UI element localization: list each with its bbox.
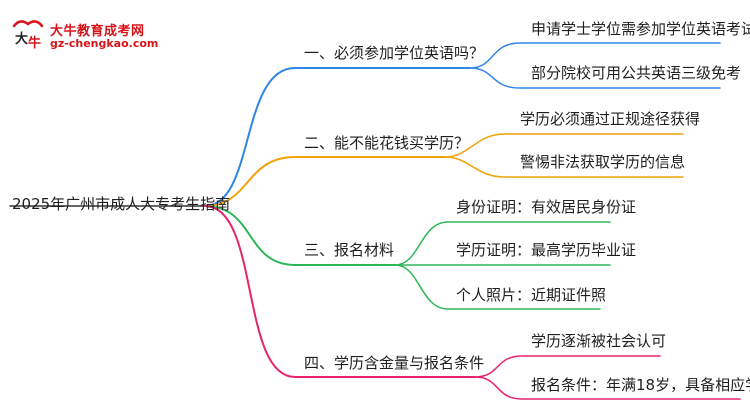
branch-3-item-1: 身份证明：有效居民身份证 xyxy=(456,198,637,216)
svg-text:大: 大 xyxy=(15,31,28,47)
branch-1-item-1-line xyxy=(469,42,721,69)
branch-3-item-1-line xyxy=(394,221,611,266)
branch-4-item-2: 报名条件：年满18岁，具备相应学历 xyxy=(531,376,750,394)
branch-2-item-1: 学历必须通过正规途径获得 xyxy=(520,110,701,128)
branch-2-item-2: 警惕非法获取学历的信息 xyxy=(520,153,686,171)
site-name: 大牛教育成考网 xyxy=(50,24,145,39)
branch-4-connector xyxy=(204,205,476,378)
branch-2-item-1-line xyxy=(444,133,684,158)
branch-1-item-2-line xyxy=(469,67,721,89)
root-topic: 2025年广州市成人大专考生指南 xyxy=(12,195,231,213)
branch-3-label: 三、报名材料 xyxy=(304,241,395,259)
branch-2-connector xyxy=(204,156,446,207)
branch-3-connector xyxy=(204,205,396,266)
branch-1-item-1: 申请学士学位需参加学位英语考试 xyxy=(531,20,750,38)
branch-1-label: 一、必须参加学位英语吗？ xyxy=(304,44,485,62)
svg-text:牛: 牛 xyxy=(28,35,41,51)
bull-logo-icon: 大 牛 xyxy=(12,20,44,51)
branch-4-item-2-line xyxy=(474,376,741,400)
branch-3-item-3-line xyxy=(394,264,601,310)
branch-2-label: 二、能不能花钱买学历？ xyxy=(304,134,470,152)
branch-4-item-1: 学历逐渐被社会认可 xyxy=(531,332,667,350)
site-url: gz-chengkao.com xyxy=(50,37,159,50)
branch-4-label: 四、学历含金量与报名条件 xyxy=(304,354,485,372)
branch-3-item-3: 个人照片：近期证件照 xyxy=(456,286,607,304)
branch-1-item-2: 部分院校可用公共英语三级免考 xyxy=(531,64,742,82)
branch-3-item-2: 学历证明：最高学历毕业证 xyxy=(456,241,637,259)
branch-4-item-1-line xyxy=(474,355,661,378)
branch-1-connector xyxy=(204,67,471,207)
branch-2-item-2-line xyxy=(444,156,684,178)
site-logo[interactable]: 大 牛 大牛教育成考网 gz-chengkao.com xyxy=(10,14,160,54)
